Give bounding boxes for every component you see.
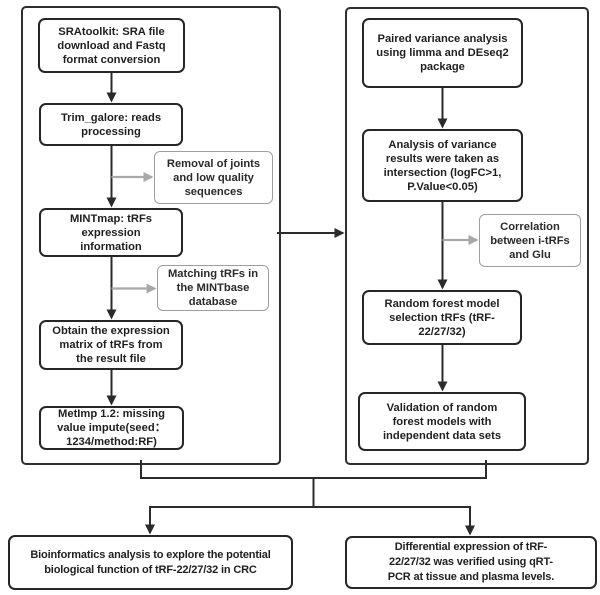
note-matching-mintbase: Matching tRFs in the MINTbase database	[157, 265, 269, 311]
step-metimp: MetImp 1.2: missing value impute(seed： 1…	[39, 406, 184, 450]
analysis-panel	[345, 7, 589, 465]
step-mintmap: MINTmap: tRFs expression information	[39, 208, 183, 257]
outcome-qrtpcr-validation: Differential expression of tRF- 22/27/32…	[345, 536, 597, 589]
note-correlation-glu: Correlation between i-tRFs and Glu	[479, 214, 581, 267]
preprocessing-panel	[21, 6, 281, 465]
bottom-junction-lines	[140, 460, 487, 536]
step-validation: Validation of random forest models with …	[358, 392, 526, 451]
step-analysis-intersection: Analysis of variance results were taken …	[362, 129, 523, 202]
step-paired-variance: Paired variance analysis using limma and…	[362, 18, 523, 88]
step-trim-galore: Trim_galore: reads processing	[39, 103, 183, 146]
step-obtain-matrix: Obtain the expression matrix of tRFs fro…	[39, 320, 183, 370]
step-random-forest: Random forest model selection tRFs (tRF-…	[362, 290, 522, 345]
note-removal-low-quality: Removal of joints and low quality sequen…	[154, 151, 273, 204]
outcome-bioinformatics-crc: Bioinformatics analysis to explore the p…	[8, 535, 293, 590]
step-sratoolkit: SRAtoolkit: SRA file download and Fastq …	[38, 18, 185, 73]
gray-note-arrows	[111, 172, 479, 294]
